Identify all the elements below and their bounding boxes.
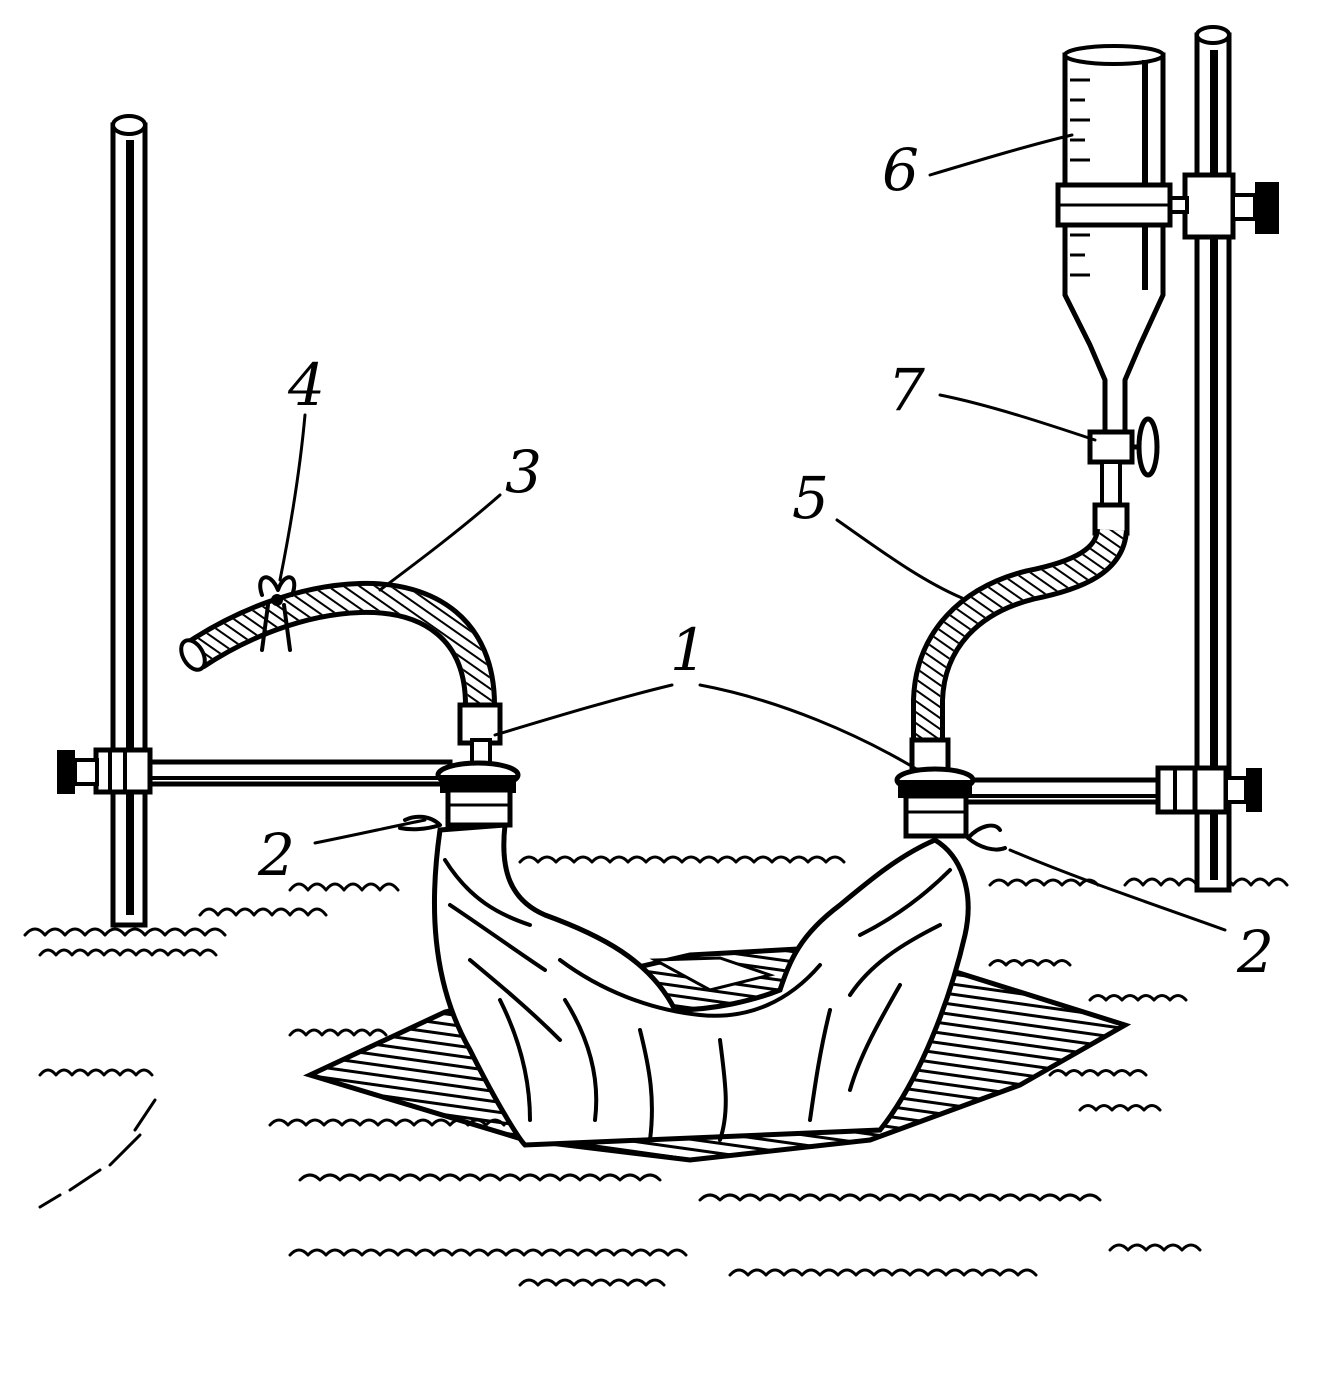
label-part-6: 6 xyxy=(882,136,919,204)
left-ring-assembly xyxy=(398,702,521,832)
label-part-3: 3 xyxy=(505,438,542,506)
graduated-vessel xyxy=(1055,44,1173,438)
label-part-2-left: 2 xyxy=(257,821,295,889)
stopcock-valve xyxy=(1087,416,1160,536)
left-hose xyxy=(179,580,497,706)
ground-grass xyxy=(23,855,1289,1287)
right-hose xyxy=(911,527,1129,745)
label-part-5: 5 xyxy=(792,464,829,532)
left-clamp xyxy=(57,747,153,795)
part-labels: 1 2 2 3 4 5 6 7 xyxy=(257,136,1274,986)
hose-clip xyxy=(258,575,297,652)
right-horizontal-arm xyxy=(962,777,1166,805)
right-upper-clamp xyxy=(1161,172,1279,240)
label-part-2-right: 2 xyxy=(1236,918,1274,986)
label-part-7: 7 xyxy=(888,356,925,424)
right-lower-clamp xyxy=(1155,765,1262,815)
left-stand-rod xyxy=(110,114,148,928)
label-part-4: 4 xyxy=(287,351,325,419)
label-part-1: 1 xyxy=(670,616,707,684)
leader-lines xyxy=(278,133,1227,932)
sample-bag xyxy=(431,822,971,1148)
right-ring-assembly xyxy=(894,737,1007,852)
right-stand-rod xyxy=(1194,25,1232,893)
left-horizontal-arm xyxy=(142,759,453,787)
